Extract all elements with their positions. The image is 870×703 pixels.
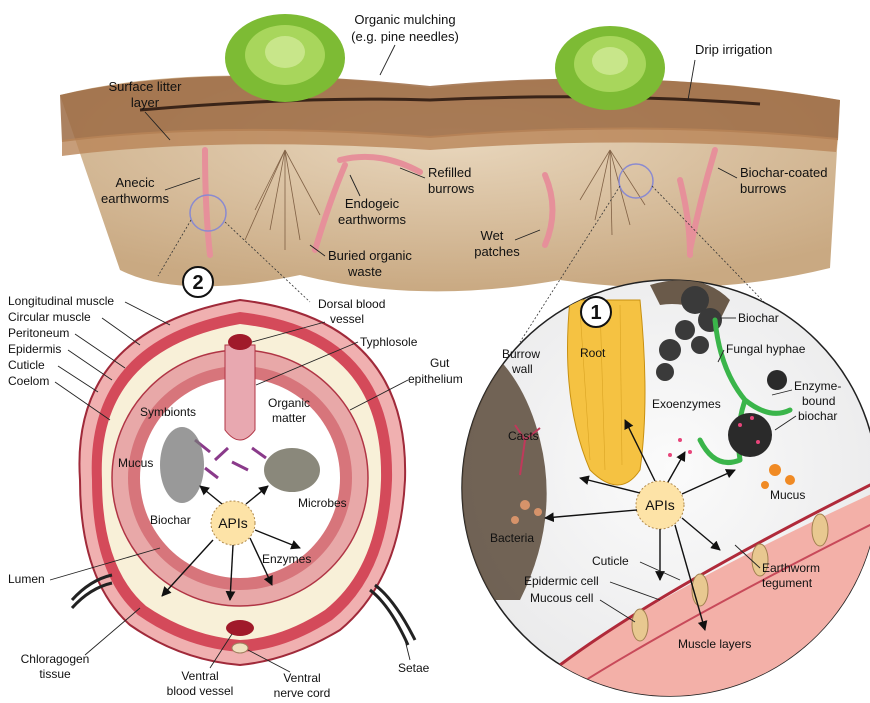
organic-matter-cluster	[264, 448, 320, 492]
label-bacteria: Bacteria	[490, 531, 534, 545]
label-surface-litter: Surface litter	[109, 79, 183, 94]
label-biochar-coated: Biochar-coated	[740, 165, 827, 180]
label-muscle-layers: Muscle layers	[678, 637, 751, 651]
label-earthworm: Earthworm	[762, 561, 820, 575]
label-burrow: Burrow	[502, 347, 540, 361]
label-circular-muscle: Circular muscle	[8, 310, 91, 324]
enzyme-bound-biochar	[728, 413, 772, 457]
label-burrow-wall: wall	[511, 362, 533, 376]
label-fungal-hyphae: Fungal hyphae	[726, 342, 806, 356]
label-gut-epithelium: epithelium	[408, 372, 463, 386]
label-wet: Wet	[481, 228, 504, 243]
lettuce-icon	[555, 26, 665, 110]
label-anecic: Anecic	[115, 175, 155, 190]
label-enzyme: Enzyme-	[794, 379, 841, 393]
label-organic: Organic	[268, 396, 310, 410]
label-chloragogen-tissue: tissue	[39, 667, 71, 681]
label-ventral-blood-vessel: blood vessel	[167, 684, 234, 698]
label-buried-waste: waste	[347, 264, 382, 279]
label-organic-mulching-example: (e.g. pine needles)	[351, 29, 459, 44]
label-setae: Setae	[398, 661, 430, 675]
label-microbes: Microbes	[298, 496, 347, 510]
label-root: Root	[580, 346, 606, 360]
label-biochar-right: Biochar	[738, 311, 779, 325]
label-ventral-nerve: Ventral	[283, 671, 320, 685]
label-endogeic: Endogeic	[345, 196, 400, 211]
label-refilled-burrows: burrows	[428, 181, 475, 196]
label-casts: Casts	[508, 429, 539, 443]
label-buried-organic: Buried organic	[328, 248, 412, 263]
earthworm-cross-section: APIs	[72, 300, 415, 665]
ventral-blood-vessel	[226, 620, 254, 636]
label-longitudinal-muscle: Longitudinal muscle	[8, 294, 114, 308]
apis-label-left: APIs	[218, 515, 248, 531]
apis-label-right: APIs	[645, 497, 675, 513]
label-symbionts: Symbionts	[140, 405, 196, 419]
label-cuticle-right: Cuticle	[592, 554, 629, 568]
label-epidermic-cell: Epidermic cell	[524, 574, 599, 588]
label-typhlosole: Typhlosole	[360, 335, 418, 349]
badge-1-number: 1	[590, 302, 601, 324]
label-tegument: tegument	[762, 576, 813, 590]
setae-icon	[375, 585, 415, 640]
label-enzymes: Enzymes	[262, 552, 311, 566]
magnified-burrow-view: APIs	[460, 280, 870, 700]
label-dorsal-blood: Dorsal blood	[318, 297, 385, 311]
label-gut: Gut	[430, 356, 450, 370]
label-coelom: Coelom	[8, 374, 49, 388]
label-lumen: Lumen	[8, 572, 45, 586]
mucus-cluster	[160, 427, 204, 503]
label-organic-mulching: Organic mulching	[354, 12, 455, 27]
label-biochar-enzyme: biochar	[798, 409, 837, 423]
label-cuticle-left: Cuticle	[8, 358, 45, 372]
label-peritoneum: Peritoneum	[8, 326, 69, 340]
ventral-nerve-cord	[232, 643, 248, 653]
label-anecic-earthworms: earthworms	[101, 191, 169, 206]
label-exoenzymes: Exoenzymes	[652, 397, 721, 411]
label-bound: bound	[802, 394, 835, 408]
label-chloragogen: Chloragogen	[21, 652, 90, 666]
label-biochar-coated-burrows: burrows	[740, 181, 787, 196]
dorsal-blood-vessel	[228, 334, 252, 350]
label-surface-litter-layer: layer	[131, 95, 160, 110]
label-dorsal-vessel: vessel	[330, 312, 364, 326]
label-ventral: Ventral	[181, 669, 218, 683]
label-matter: matter	[272, 411, 306, 425]
label-drip-irrigation: Drip irrigation	[695, 42, 772, 57]
label-biochar-left: Biochar	[150, 513, 191, 527]
label-wet-patches: patches	[474, 244, 520, 259]
label-mucus-left: Mucus	[118, 456, 153, 470]
label-mucous-cell: Mucous cell	[530, 591, 593, 605]
badge-2-number: 2	[192, 272, 203, 294]
label-epidermis: Epidermis	[8, 342, 61, 356]
label-ventral-nerve-cord: nerve cord	[274, 686, 331, 700]
lettuce-icon	[225, 14, 345, 102]
label-mucus-right: Mucus	[770, 488, 805, 502]
label-endogeic-earthworms: earthworms	[338, 212, 406, 227]
label-refilled: Refilled	[428, 165, 471, 180]
